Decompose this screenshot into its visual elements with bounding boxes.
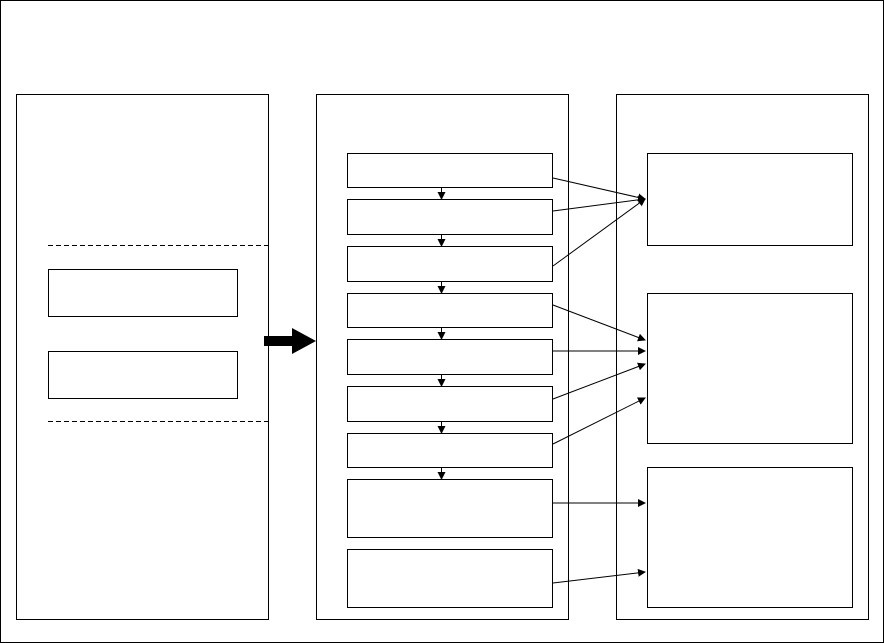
step-4-box [347, 293, 553, 328]
step-9-box [347, 549, 553, 608]
connector-step-4 [552, 304, 646, 342]
step-2-box [347, 199, 553, 235]
step-8-box [347, 479, 553, 538]
right-box-2 [647, 293, 853, 444]
right-panel [616, 94, 869, 620]
connector-step-1 [552, 177, 646, 202]
left-box-2 [48, 351, 238, 399]
left-box-1 [48, 269, 238, 317]
step-1-box [347, 153, 553, 188]
step-5-box [347, 339, 553, 375]
right-box-3 [647, 467, 853, 608]
connector-step-9 [552, 568, 646, 584]
step-6-box [347, 386, 553, 422]
step-3-box [347, 246, 553, 282]
middle-panel [316, 94, 569, 620]
connector-step-2 [552, 195, 646, 212]
connector-step-3 [552, 198, 646, 267]
left-panel [16, 94, 269, 620]
panel-transition-arrow [264, 328, 316, 354]
step-7-box [347, 433, 553, 468]
connector-step-7 [552, 397, 646, 445]
connector-step-6 [552, 362, 646, 400]
right-box-1 [647, 153, 853, 246]
